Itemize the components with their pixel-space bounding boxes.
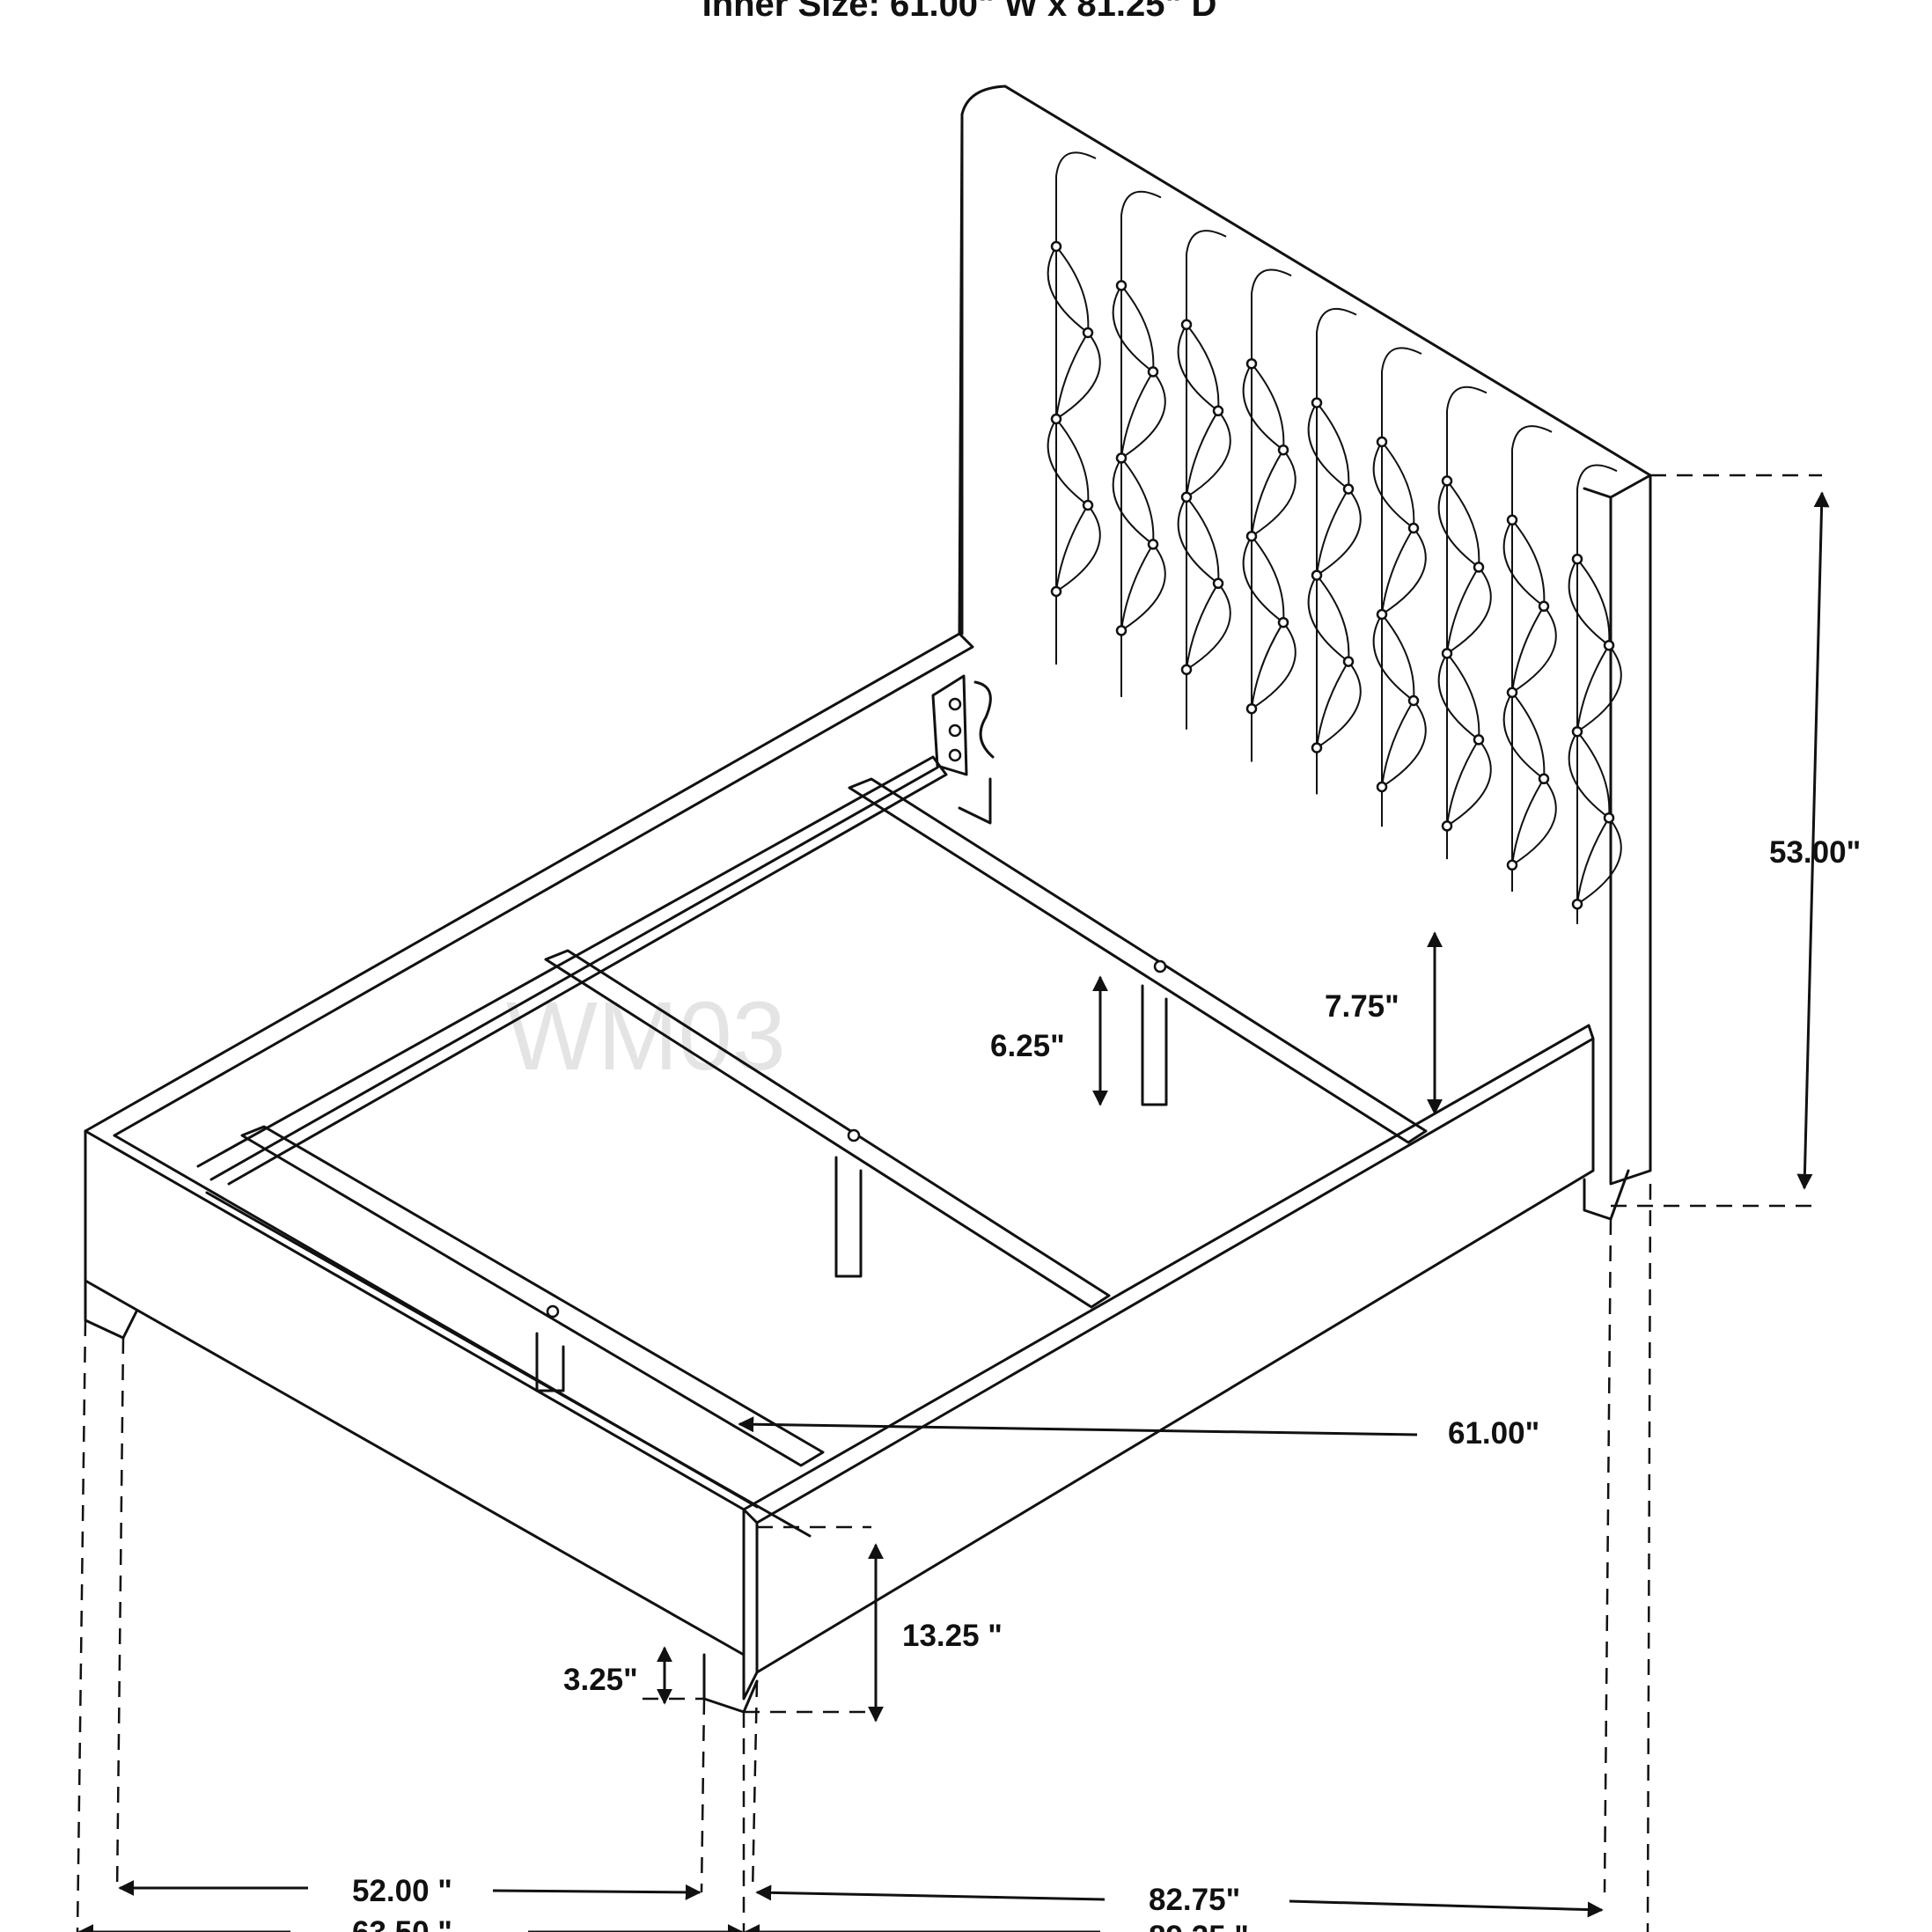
inner-size-label: Inner Size: 61.00" W x 81.25" D [702, 0, 1217, 24]
leg-height-label: 3.25" [563, 1663, 638, 1697]
headboard-bracket [931, 674, 995, 776]
footboard [84, 1024, 1595, 1701]
rail-height-label: 13.25 " [902, 1619, 1003, 1653]
extension-lines [76, 474, 1822, 1932]
headboard [958, 84, 1652, 1186]
slat-back [848, 777, 1428, 1144]
tufting-buttons [1050, 240, 1615, 910]
overall-width-label: 63.50 " [352, 1915, 452, 1932]
slat-middle [544, 949, 1111, 1309]
slat-front [240, 1125, 825, 1467]
dimension-labels: 53.00" 6.25" 7.75" 61.00" 13.25 " 3.25" … [352, 835, 1861, 1932]
rail-gap-label: 7.75" [1325, 989, 1399, 1024]
headboard-height-label: 53.00" [1769, 835, 1861, 870]
legs [84, 1169, 1630, 1714]
dimension-arrows [77, 491, 1830, 1932]
watermark: WM03 [506, 982, 786, 1091]
leg-to-leg-width-label: 52.00 " [352, 1874, 452, 1908]
overall-length-label: 89.25 " [1149, 1920, 1249, 1932]
center-rail [196, 755, 992, 1538]
leg-to-leg-length-label: 82.75" [1149, 1883, 1240, 1917]
slat-height-label: 6.25" [990, 1029, 1065, 1063]
tufting-channels [1047, 151, 1622, 924]
inner-width-label: 61.00" [1448, 1416, 1539, 1451]
